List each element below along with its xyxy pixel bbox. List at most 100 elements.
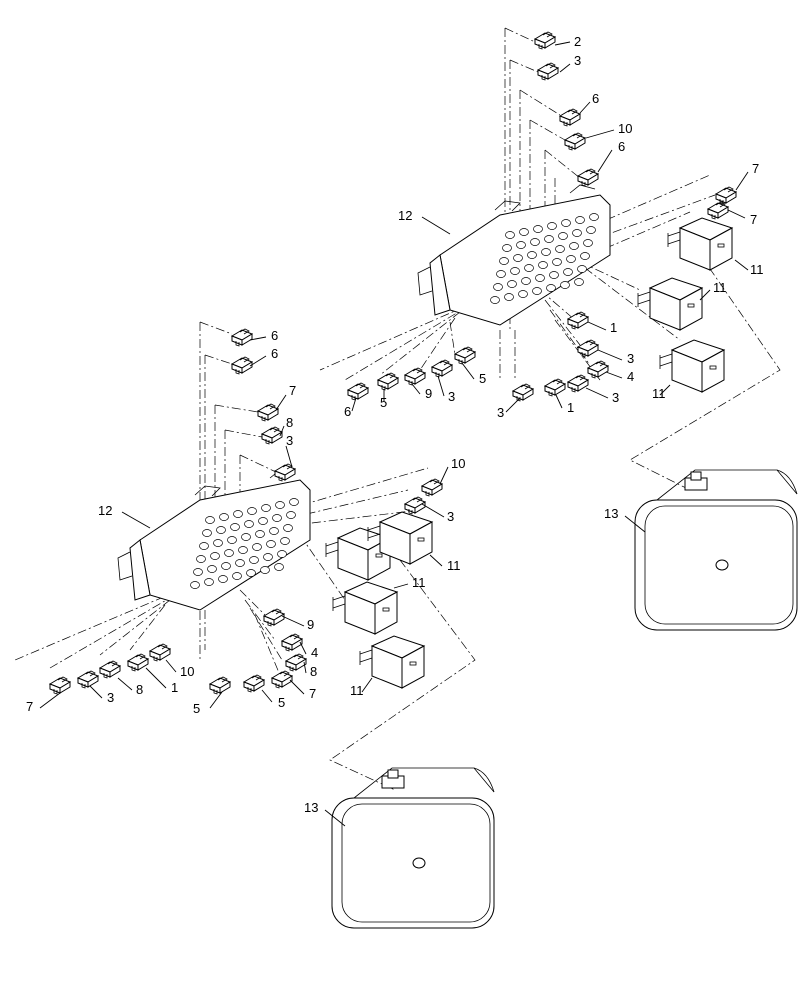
callout-upper-top-2: 3 bbox=[559, 53, 581, 73]
callout-upper-lr-3: 4 bbox=[605, 369, 634, 384]
fuse-upper-3a bbox=[536, 62, 560, 81]
callout-number: 3 bbox=[447, 509, 454, 524]
callout-number: 1 bbox=[567, 400, 574, 415]
upper-vertical-phantoms bbox=[504, 28, 556, 330]
callout-upper-ll-3: 9 bbox=[411, 383, 432, 401]
callout-number: 11 bbox=[412, 575, 426, 590]
callout-upper-lr-1: 1 bbox=[587, 320, 617, 335]
leader-line bbox=[579, 101, 591, 114]
leader-line bbox=[555, 394, 563, 409]
cover-upper bbox=[634, 469, 798, 631]
callout-number: 2 bbox=[574, 34, 581, 49]
callout-lower-bl-5: 10 bbox=[165, 659, 194, 679]
leader-line bbox=[361, 677, 373, 693]
callout-upper-ll-4: 3 bbox=[437, 375, 455, 404]
leader-line bbox=[587, 321, 607, 331]
callout-number: 10 bbox=[180, 664, 194, 679]
fuse-lower-10a bbox=[420, 478, 444, 497]
leader-line bbox=[421, 216, 451, 235]
callout-number: 7 bbox=[752, 161, 759, 176]
fuse-upper-10 bbox=[563, 132, 587, 151]
fuse-upper-5a bbox=[376, 372, 400, 391]
leader-line bbox=[461, 362, 475, 380]
leader-line bbox=[351, 397, 357, 412]
leader-line bbox=[249, 336, 267, 341]
fuse-upper-2 bbox=[533, 31, 557, 50]
leader-line bbox=[585, 387, 609, 399]
leader-line bbox=[597, 149, 613, 173]
callout-lower-br-5: 5 bbox=[261, 689, 285, 710]
fuse-upper-7a bbox=[714, 186, 738, 205]
callout-number: 3 bbox=[627, 351, 634, 366]
fuse-upper-6a bbox=[558, 108, 582, 127]
leader-line bbox=[429, 554, 443, 567]
callout-number: 1 bbox=[610, 320, 617, 335]
callout-number: 3 bbox=[612, 390, 619, 405]
leader-line bbox=[699, 289, 711, 301]
fuse-lower-8c bbox=[98, 660, 122, 679]
fuse-lower-4 bbox=[280, 633, 304, 652]
callout-upper-lr-2: 3 bbox=[597, 349, 634, 366]
callout-number: 8 bbox=[286, 415, 293, 430]
callout-lower-bl-2: 3 bbox=[89, 685, 114, 705]
callout-lower-right-1: 10 bbox=[439, 456, 465, 485]
callout-number: 9 bbox=[425, 386, 432, 401]
callout-number: 7 bbox=[289, 383, 296, 398]
leader-line bbox=[624, 515, 646, 533]
callout-upper-block: 12 bbox=[398, 208, 451, 235]
fuse-lower-3b bbox=[403, 496, 427, 515]
callout-upper-right-1: 7 bbox=[735, 161, 759, 191]
leader-line bbox=[439, 466, 449, 485]
callout-number: 4 bbox=[627, 369, 634, 384]
leader-line bbox=[554, 41, 571, 46]
fuse-lower-7a bbox=[256, 403, 280, 422]
relay-lower-2 bbox=[367, 511, 434, 565]
fuse-block-lower bbox=[117, 469, 311, 611]
callout-lower-top-2: 6 bbox=[249, 346, 278, 367]
callout-number: 10 bbox=[451, 456, 465, 471]
callout-lower-br-1: 9 bbox=[281, 615, 314, 632]
callout-lower-bl-4: 1 bbox=[145, 667, 178, 695]
lower-down-phantoms bbox=[239, 589, 283, 681]
relay-lower-1 bbox=[325, 527, 392, 581]
leader-line bbox=[145, 667, 167, 689]
lower-vertical-phantoms bbox=[199, 322, 241, 660]
fuse-upper-1b bbox=[543, 378, 567, 397]
callout-lower-relay-1: 11 bbox=[429, 554, 461, 573]
callout-number: 3 bbox=[286, 433, 293, 448]
callout-number: 8 bbox=[310, 664, 317, 679]
fuse-upper-3c bbox=[566, 374, 590, 393]
callout-upper-ll-1: 6 bbox=[344, 397, 357, 419]
leader-line bbox=[89, 685, 103, 699]
leader-line bbox=[261, 689, 273, 703]
lower-top-leads bbox=[199, 321, 277, 473]
fuse-lower-5a bbox=[242, 674, 266, 693]
callout-number: 6 bbox=[592, 91, 599, 106]
upper-left-phantoms bbox=[319, 299, 481, 381]
callout-number: 6 bbox=[344, 404, 351, 419]
fuse-lower-8b bbox=[284, 653, 308, 672]
fuse-upper-9 bbox=[403, 367, 427, 386]
callout-number: 5 bbox=[479, 371, 486, 386]
fuse-lower-3c bbox=[76, 670, 100, 689]
callout-upper-lr-5: 1 bbox=[555, 394, 574, 415]
fuse-lower-1 bbox=[126, 653, 150, 672]
callout-number: 11 bbox=[447, 558, 461, 573]
callout-number: 3 bbox=[107, 690, 114, 705]
leader-line bbox=[299, 641, 307, 655]
leader-line bbox=[605, 371, 623, 379]
callout-lower-br-6: 5 bbox=[193, 691, 223, 716]
leader-line bbox=[303, 661, 307, 674]
leader-line bbox=[734, 259, 749, 271]
leader-line bbox=[117, 677, 133, 691]
leader-line bbox=[209, 691, 223, 709]
relay-lower-4 bbox=[359, 635, 426, 689]
leader-line bbox=[281, 615, 305, 627]
lower-right-phantoms bbox=[284, 467, 429, 601]
leader-line bbox=[421, 503, 445, 518]
callout-number: 1 bbox=[171, 680, 178, 695]
callout-upper-top-5: 6 bbox=[597, 139, 625, 173]
callout-number: 6 bbox=[271, 346, 278, 361]
callout-number: 11 bbox=[350, 683, 364, 698]
